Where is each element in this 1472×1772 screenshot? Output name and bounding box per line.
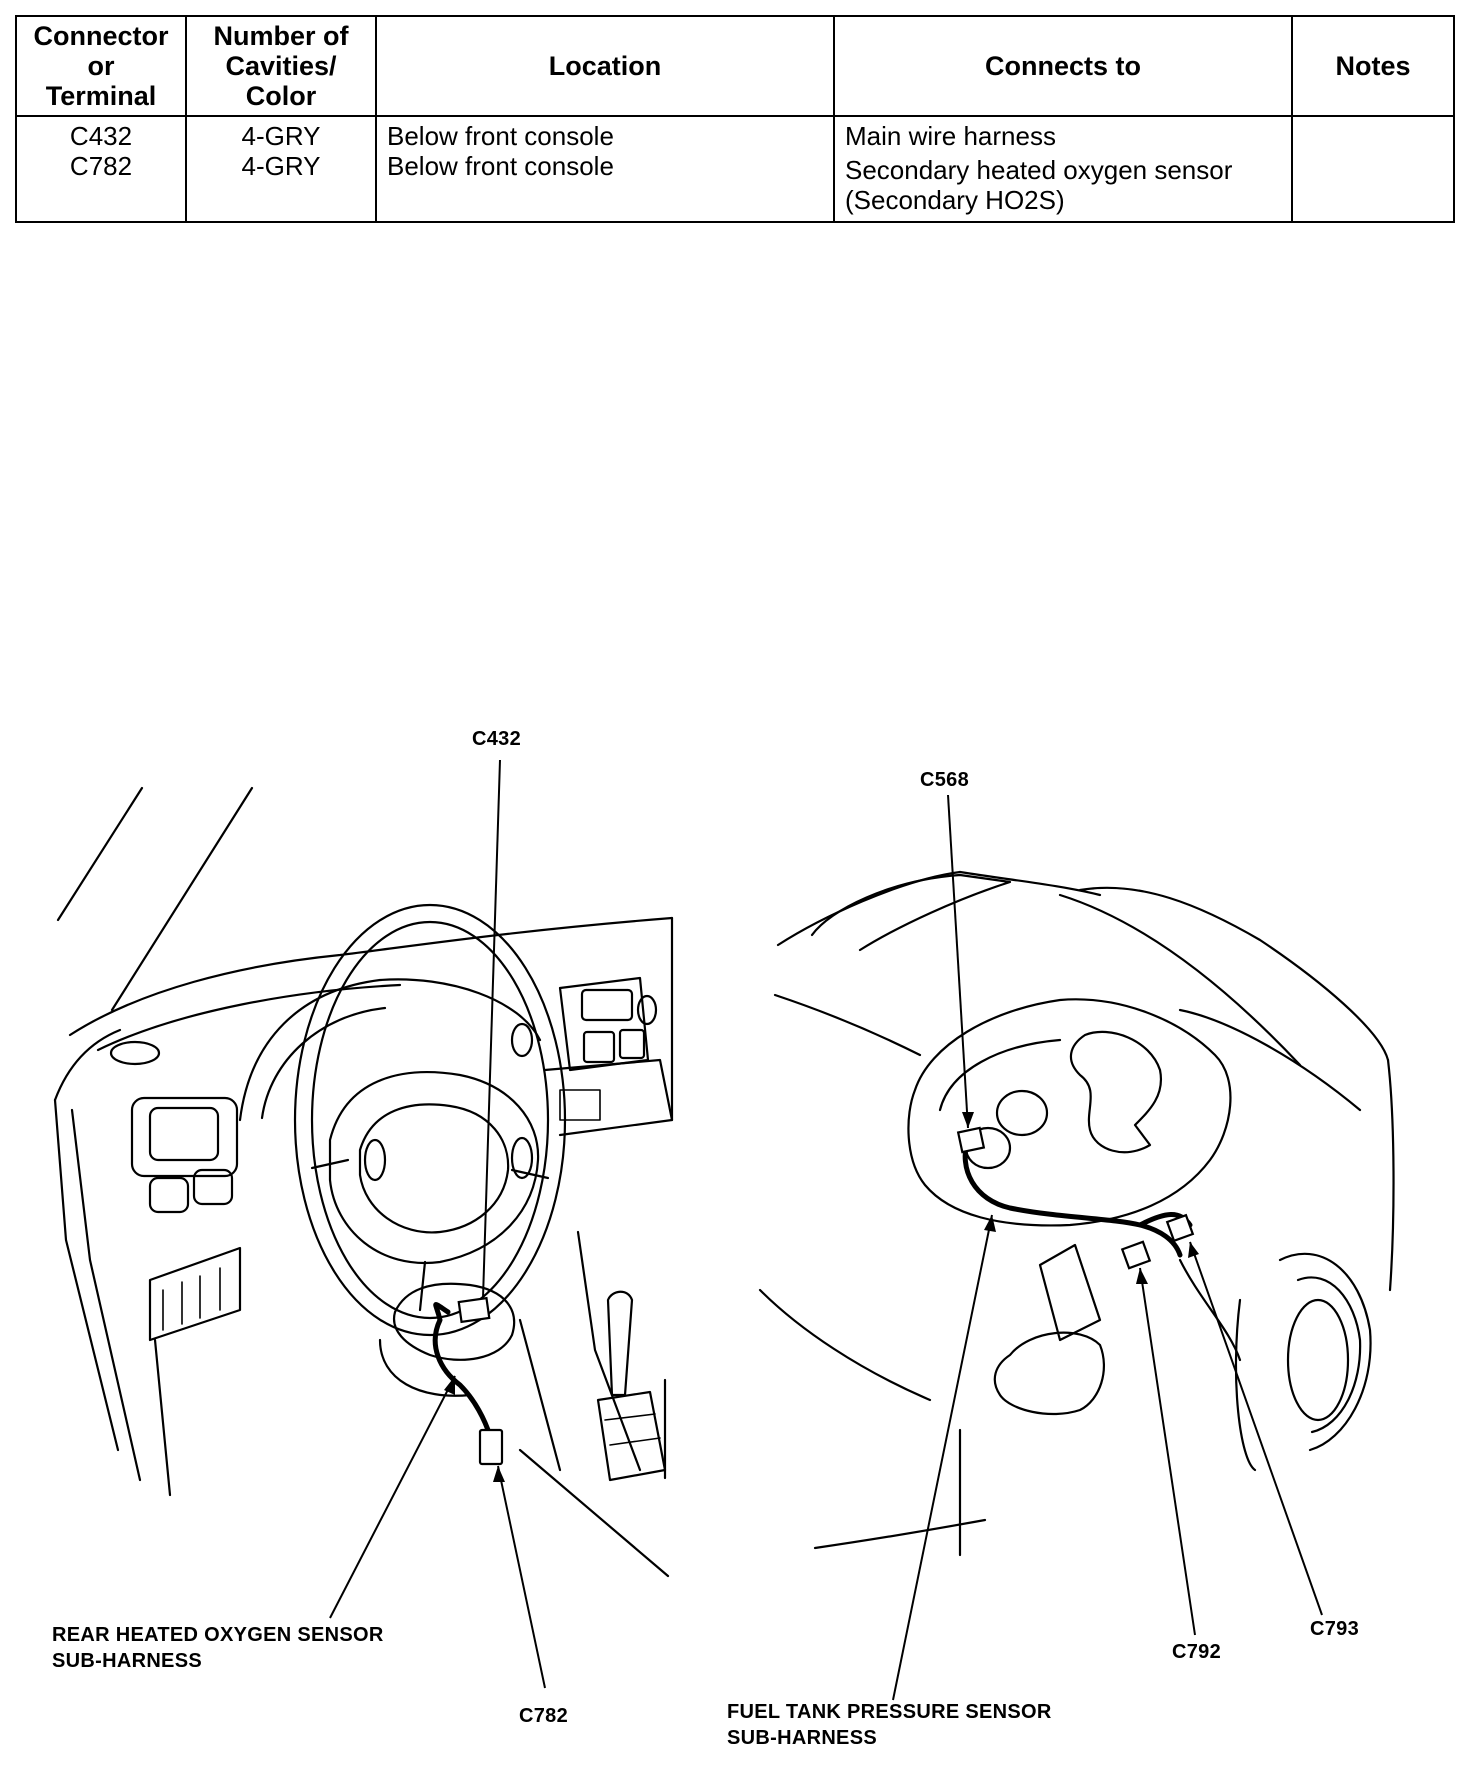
label-c432: C432 (472, 728, 521, 750)
connector-table: Connector or Terminal Number of Cavities… (15, 15, 1455, 223)
label-c568: C568 (920, 769, 969, 791)
header-cavities: Number of Cavities/ Color (185, 15, 377, 117)
label-fuel-tank-line2: SUB-HARNESS (727, 1727, 877, 1749)
vehicle-rear-illustration (758, 870, 1395, 1557)
label-c782: C782 (519, 1705, 568, 1727)
connects-to-cell: Main wire harness Secondary heated oxyge… (833, 115, 1293, 223)
label-rear-ho2s-line2: SUB-HARNESS (52, 1650, 202, 1672)
location-cell: Below front console Below front console (375, 115, 835, 223)
notes-cell (1291, 115, 1455, 223)
label-c792: C792 (1172, 1641, 1221, 1663)
table-header-row: Connector or Terminal Number of Cavities… (15, 15, 1455, 117)
cavities-cell: 4-GRY 4-GRY (185, 115, 377, 223)
label-rear-ho2s-line1: REAR HEATED OXYGEN SENSOR (52, 1624, 384, 1646)
connector-cell: C432 C782 (15, 115, 187, 223)
label-fuel-tank-line1: FUEL TANK PRESSURE SENSOR (727, 1701, 1052, 1723)
header-connects-to: Connects to (833, 15, 1293, 117)
table-row: C432 C782 4-GRY 4-GRY Below front consol… (15, 115, 1455, 223)
header-notes: Notes (1291, 15, 1455, 117)
label-c793: C793 (1310, 1618, 1359, 1640)
diagram-labels: C432 C568 REAR HEATED OXYGEN SENSOR SUB-… (52, 728, 1359, 1749)
dashboard-illustration (53, 786, 674, 1578)
header-location: Location (375, 15, 835, 117)
leader-lines (329, 759, 1323, 1701)
header-connector: Connector or Terminal (15, 15, 187, 117)
